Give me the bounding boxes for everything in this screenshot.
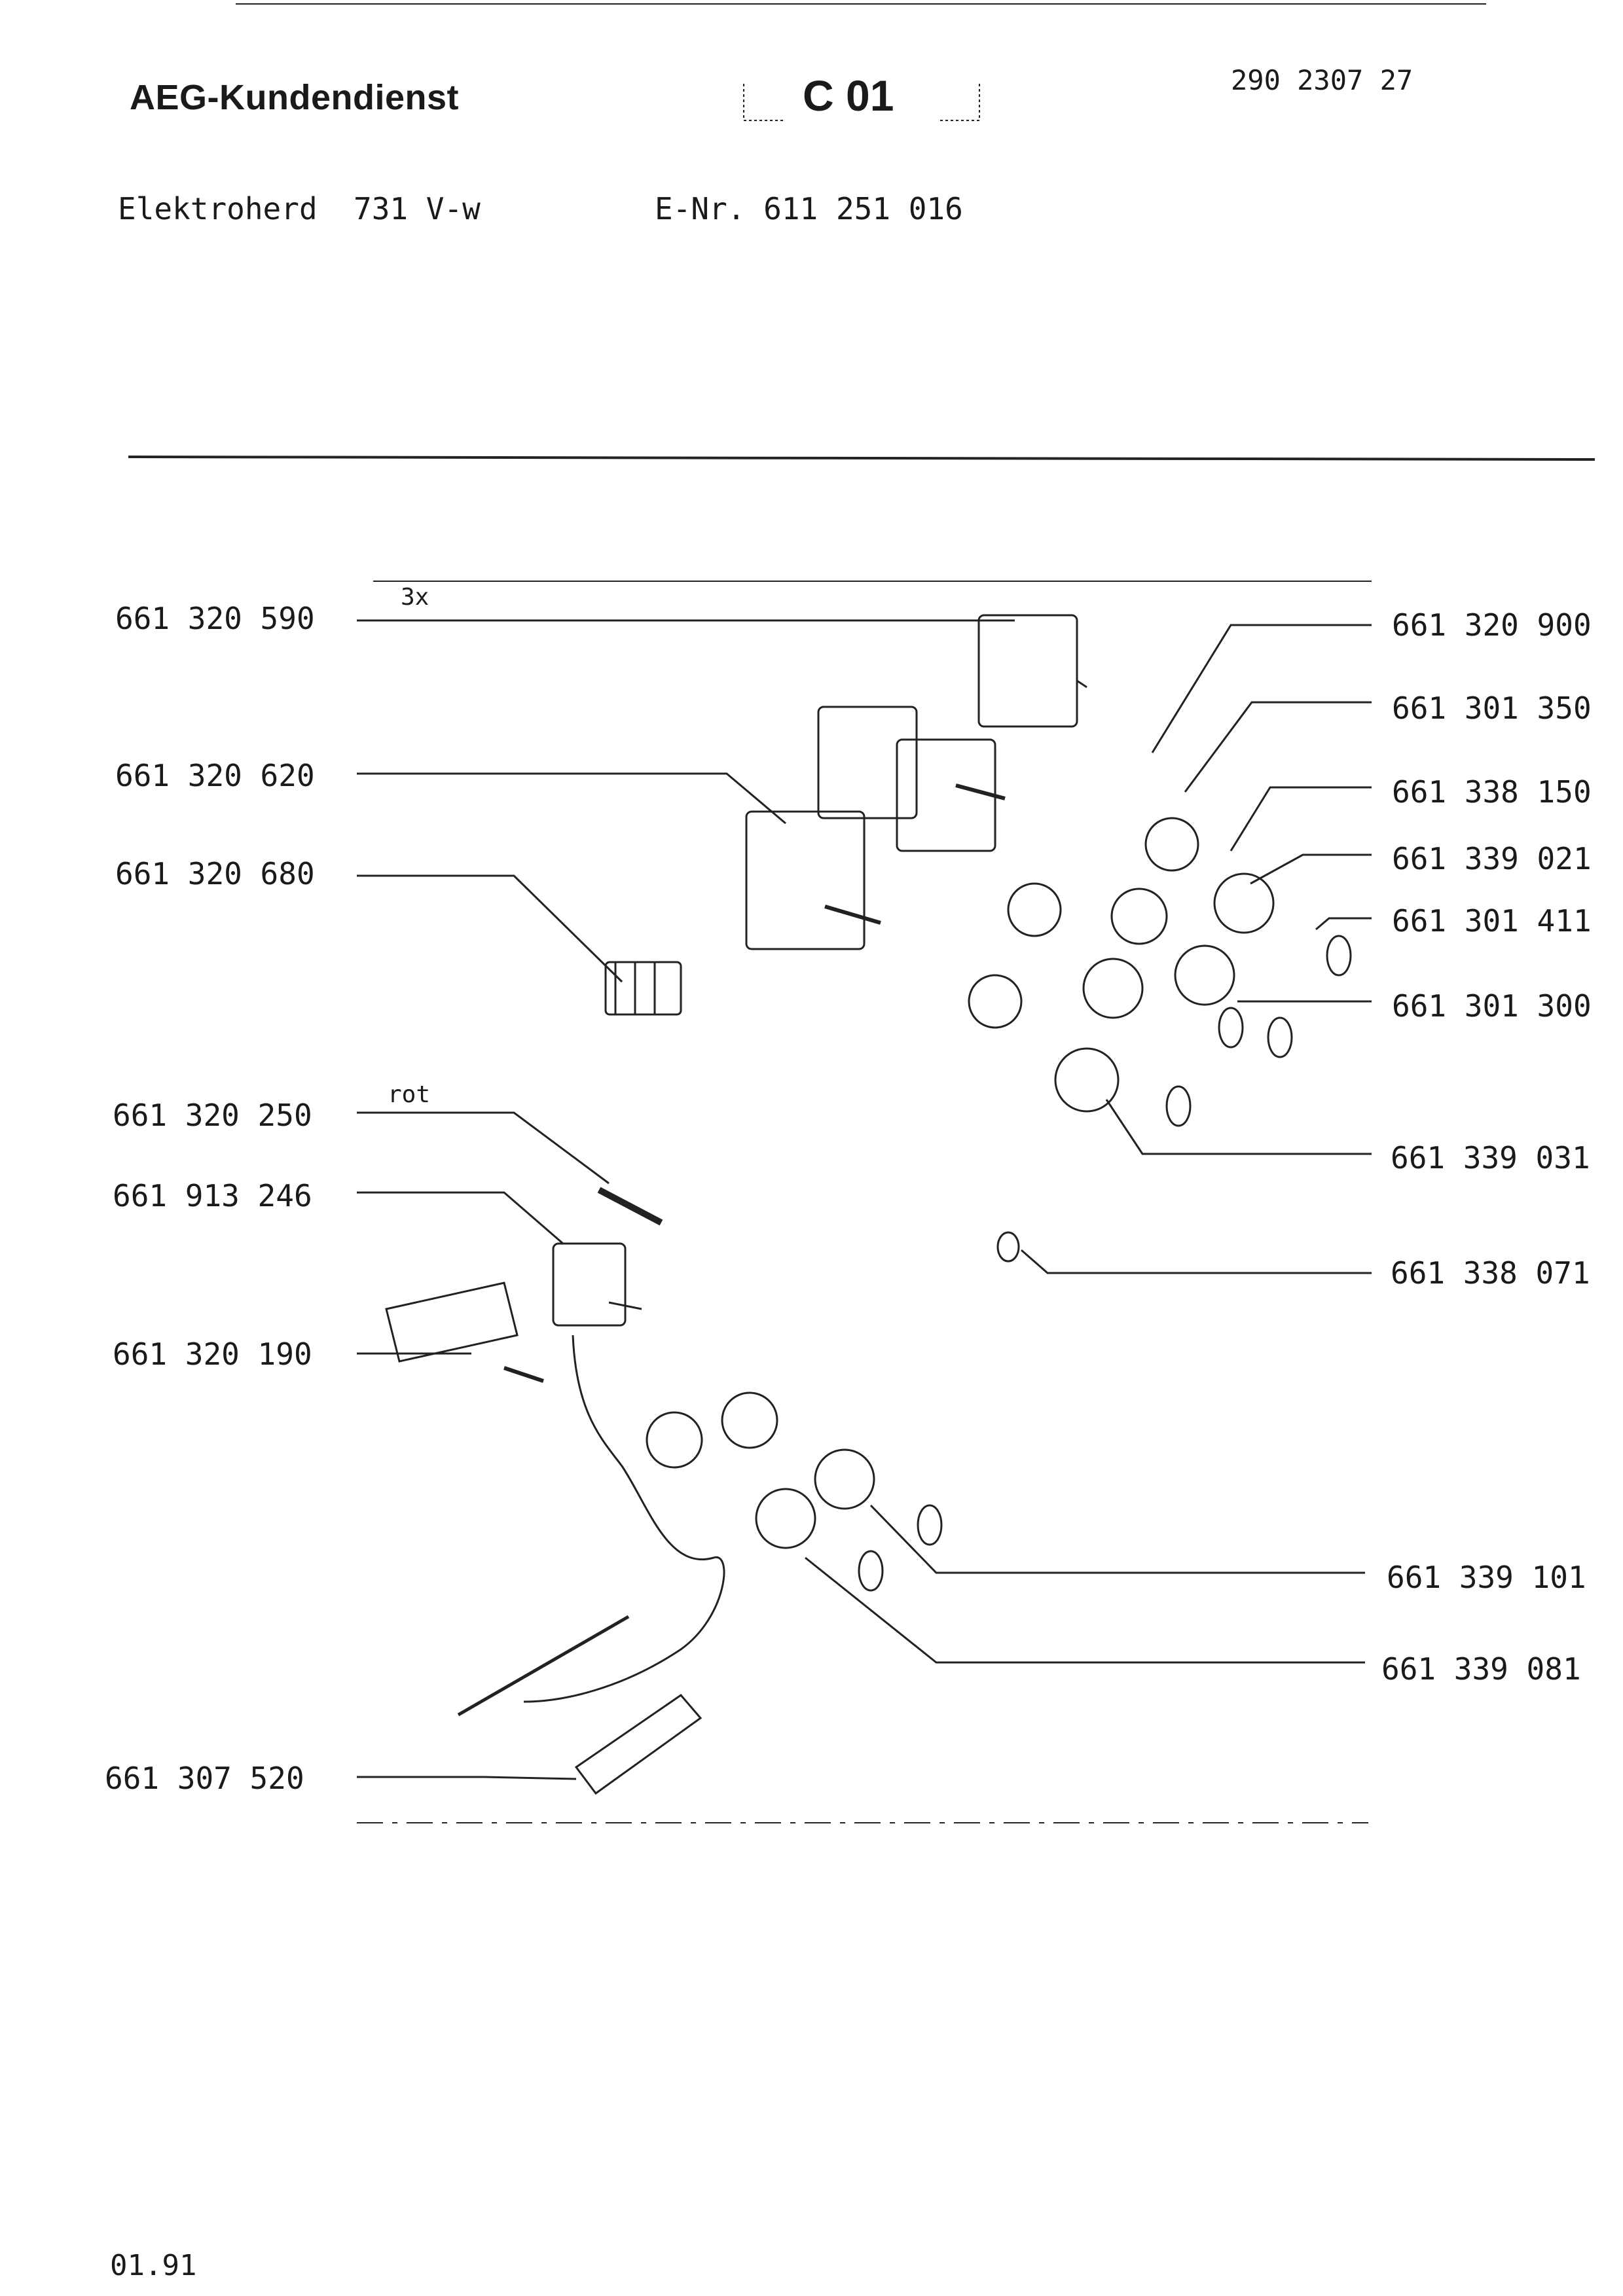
part-number-label: 661 339 031 — [1391, 1140, 1590, 1175]
quantity-note: 3x — [401, 584, 429, 611]
part-number-label: 661 338 150 — [1392, 774, 1592, 810]
part-number-label: 661 338 071 — [1391, 1255, 1590, 1291]
section-code: C 01 — [803, 71, 894, 120]
date-code: 01.91 — [110, 2249, 197, 2282]
product-model: 731 V-w — [354, 191, 481, 226]
part-number-label: 661 301 411 — [1392, 903, 1592, 939]
part-number-label: 661 339 081 — [1381, 1651, 1581, 1687]
part-number-label: 661 320 620 — [115, 758, 315, 793]
part-number-label: 661 307 520 — [105, 1761, 304, 1796]
part-number-label: 661 320 190 — [113, 1336, 312, 1372]
part-number-label: 661 320 590 — [115, 601, 315, 636]
part-number-label: 661 320 680 — [115, 856, 315, 891]
part-number-label: 661 320 900 — [1392, 607, 1592, 643]
product-e-number: E-Nr. 611 251 016 — [655, 191, 963, 226]
part-number-label: 661 913 246 — [113, 1178, 312, 1213]
color-note: rot — [388, 1081, 431, 1108]
product-type: Elektroherd — [118, 191, 318, 226]
document-number: 290 2307 27 — [1231, 64, 1413, 96]
part-number-label: 661 339 101 — [1387, 1560, 1586, 1595]
brand-title: AEG-Kundendienst — [130, 78, 459, 117]
part-number-label: 661 320 250 — [113, 1098, 312, 1133]
part-number-label: 661 339 021 — [1392, 841, 1592, 876]
part-number-label: 661 301 300 — [1392, 988, 1592, 1024]
part-number-label: 661 301 350 — [1392, 691, 1592, 726]
